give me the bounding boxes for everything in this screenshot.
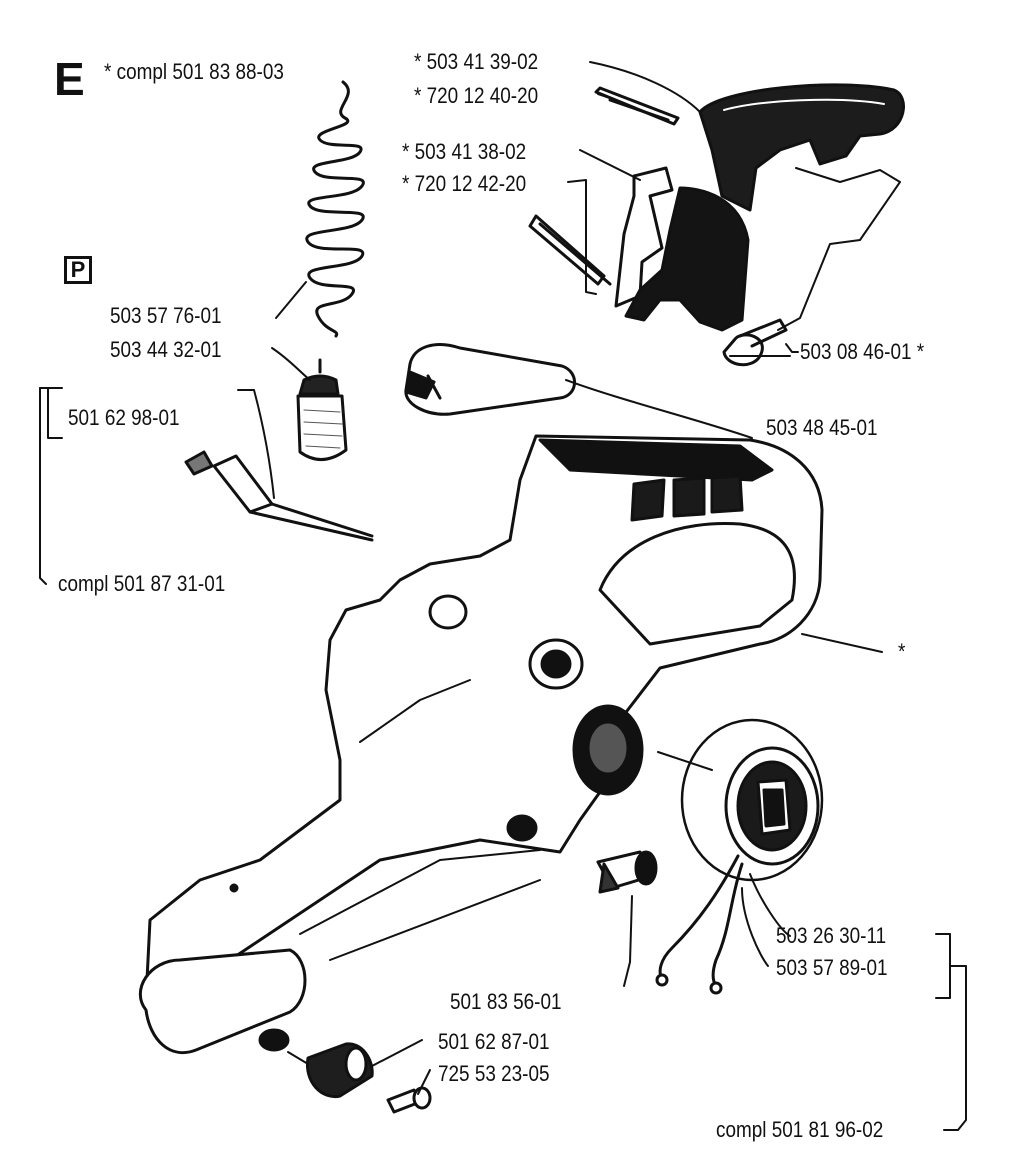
- label-725-53-23-05: 725 53 23-05: [438, 1061, 550, 1086]
- spring-part: [305, 80, 365, 338]
- cap-strap-part: [655, 854, 744, 995]
- rear-handle-housing: [139, 434, 824, 1055]
- section-letter-e: E: [54, 53, 85, 105]
- clip-part: [722, 318, 788, 367]
- label-501-62-98-01: 501 62 98-01: [68, 405, 180, 430]
- label-503-57-89-01: 503 57 89-01: [776, 955, 888, 980]
- label-501-62-87-01: 501 62 87-01: [438, 1029, 550, 1054]
- label-720-12-42-20: * 720 12 42-20: [402, 171, 527, 196]
- label-720-12-40-20: * 720 12 40-20: [414, 83, 539, 108]
- label-star: *: [898, 639, 906, 664]
- throttle-lockout-part: [594, 83, 905, 212]
- leader-lines: [237, 61, 883, 1095]
- buffer-part: [305, 1042, 374, 1099]
- filler-cap-part: [680, 718, 824, 882]
- brackets: [39, 387, 967, 1131]
- label-503-41-38-02: * 503 41 38-02: [402, 139, 527, 164]
- label-compl-501-81-96-02: compl 501 81 96-02: [716, 1117, 884, 1142]
- throttle-trigger-part: [528, 166, 750, 332]
- label-503-57-76-01: 503 57 76-01: [110, 303, 222, 328]
- label-501-83-56-01: 501 83 56-01: [450, 989, 562, 1014]
- label-503-48-45-01: 503 48 45-01: [766, 415, 878, 440]
- label-compl-e: * compl 501 83 88-03: [104, 59, 284, 84]
- screw-part: [386, 1086, 432, 1114]
- label-compl-501-87-31-01: compl 501 87 31-01: [58, 571, 226, 596]
- label-503-08-46-01: 503 08 46-01 *: [800, 339, 925, 364]
- bushing-part: [596, 850, 658, 894]
- label-503-44-32-01: 503 44 32-01: [110, 337, 222, 362]
- fuel-filter-part: [296, 358, 348, 461]
- label-503-26-30-11: 503 26 30-11: [776, 923, 887, 948]
- p-marker-icon: P: [64, 256, 92, 284]
- handle-cover-part: [404, 343, 576, 416]
- p-marker-text: P: [70, 257, 86, 282]
- label-503-41-39-02: * 503 41 39-02: [414, 49, 539, 74]
- pickup-tube-part: [184, 450, 374, 542]
